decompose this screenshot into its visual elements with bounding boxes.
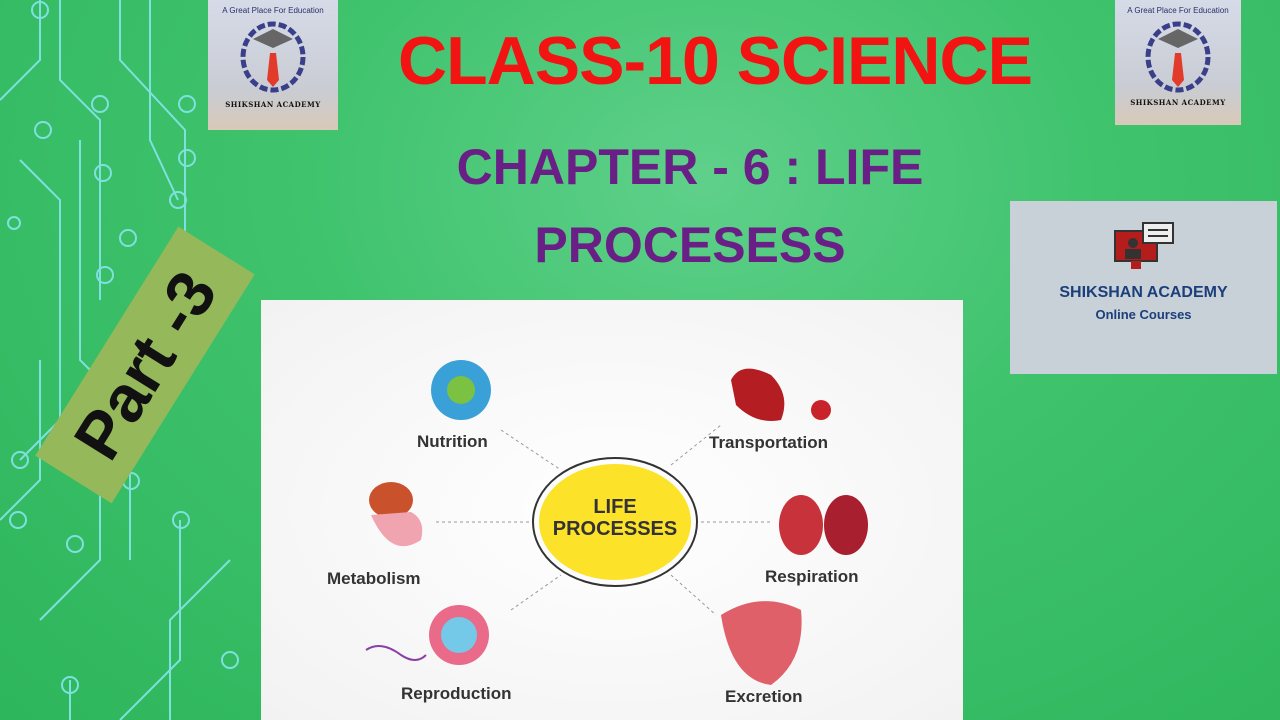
label-nutrition: Nutrition	[417, 432, 488, 451]
online-teacher-icon	[1114, 222, 1174, 269]
logo-tagline: A Great Place For Education	[1127, 6, 1229, 15]
transportation-icon	[731, 368, 831, 421]
academy-logo-right: A Great Place For Education SHIKSHAN ACA…	[1115, 0, 1241, 125]
excretion-icon	[721, 601, 802, 685]
graduation-cap-icon	[1145, 21, 1211, 93]
label-respiration: Respiration	[765, 567, 859, 586]
label-metabolism: Metabolism	[327, 569, 421, 588]
ad-subtitle: Online Courses	[1095, 307, 1192, 322]
cycle-arrows	[532, 457, 698, 587]
academy-logo-left: A Great Place For Education SHIKSHAN ACA…	[208, 0, 338, 130]
logo-name: SHIKSHAN ACADEMY	[225, 100, 321, 109]
chapter-title-line2: PROCESESS	[534, 217, 846, 273]
metabolism-icon	[369, 482, 423, 547]
label-excretion: Excretion	[725, 687, 803, 706]
graduation-cap-icon	[240, 21, 306, 93]
reproduction-icon	[365, 605, 489, 665]
label-reproduction: Reproduction	[401, 684, 512, 703]
chapter-title-line1: CHAPTER - 6 : LIFE	[456, 139, 924, 195]
diagram-graphics	[365, 360, 868, 685]
center-ellipse	[539, 464, 691, 580]
online-courses-card: SHIKSHAN ACADEMY Online Courses	[1010, 201, 1277, 374]
logo-name: SHIKSHAN ACADEMY	[1130, 98, 1226, 107]
label-transportation: Transportation	[709, 433, 829, 452]
logo-tagline: A Great Place For Education	[222, 6, 324, 15]
nutrition-icon	[431, 360, 491, 420]
ad-academy-name: SHIKSHAN ACADEMY	[1059, 284, 1228, 301]
page-title: CLASS-10 SCIENCE	[398, 23, 1033, 99]
respiration-icon	[779, 495, 868, 555]
